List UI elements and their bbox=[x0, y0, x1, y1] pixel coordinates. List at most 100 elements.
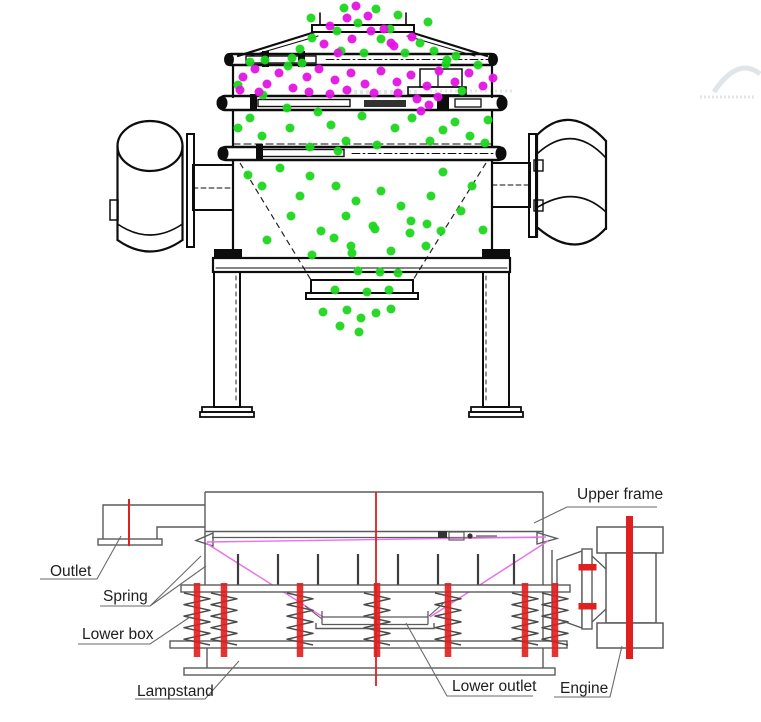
spring-leader bbox=[100, 555, 207, 607]
green-dot bbox=[275, 163, 285, 173]
clamp-band-2 bbox=[216, 94, 508, 112]
green-dot bbox=[393, 10, 403, 20]
middle-body-section bbox=[231, 108, 494, 149]
green-dot bbox=[305, 171, 315, 181]
right-arm bbox=[491, 162, 531, 208]
green-dot bbox=[353, 18, 363, 28]
green-dot bbox=[421, 241, 431, 251]
watermark bbox=[342, 65, 761, 99]
magenta-dot bbox=[386, 38, 396, 48]
magenta-dot bbox=[478, 81, 488, 91]
magenta-dot bbox=[424, 100, 434, 110]
green-dot bbox=[262, 235, 272, 245]
green-particle-dots bbox=[233, 3, 493, 337]
discharge-tray bbox=[305, 279, 419, 300]
magenta-dot bbox=[379, 24, 389, 34]
green-dot bbox=[467, 181, 477, 191]
green-dot bbox=[423, 17, 433, 27]
magenta-dot bbox=[422, 81, 432, 91]
label-outlet: Outlet bbox=[50, 563, 92, 580]
magenta-dot bbox=[325, 89, 335, 99]
magenta-dot bbox=[450, 77, 460, 87]
green-dot bbox=[346, 241, 356, 251]
magenta-dot bbox=[392, 77, 402, 87]
magenta-dot bbox=[250, 64, 260, 74]
label-lower-box: Lower box bbox=[82, 626, 154, 643]
green-dot bbox=[297, 58, 307, 68]
magenta-dot bbox=[412, 94, 422, 104]
lampstand-leader bbox=[135, 660, 240, 700]
green-dot bbox=[457, 86, 467, 96]
magenta-dot bbox=[342, 13, 352, 23]
magenta-dot bbox=[274, 68, 284, 78]
green-dot bbox=[333, 146, 343, 156]
magenta-dot bbox=[254, 87, 264, 97]
left-arm bbox=[192, 164, 234, 211]
mount-pad-left bbox=[214, 249, 242, 258]
green-dot bbox=[415, 38, 425, 48]
green-dot bbox=[243, 170, 253, 180]
green-dot bbox=[287, 53, 297, 63]
green-dot bbox=[332, 26, 342, 36]
engine-leader bbox=[554, 645, 623, 698]
green-dot bbox=[354, 327, 364, 337]
bracket-red-dash bbox=[578, 603, 597, 610]
mount-pad-right bbox=[482, 249, 510, 258]
magenta-dot bbox=[342, 85, 352, 95]
green-dot bbox=[371, 308, 381, 318]
green-dot bbox=[316, 226, 326, 236]
green-dot bbox=[376, 186, 386, 196]
green-dot bbox=[305, 142, 315, 152]
magenta-dot bbox=[393, 88, 403, 98]
green-dot bbox=[384, 285, 394, 295]
label-spring: Spring bbox=[103, 588, 148, 605]
label-lampstand: Lampstand bbox=[137, 683, 214, 700]
magenta-dot bbox=[304, 87, 314, 97]
green-dot bbox=[357, 111, 367, 121]
green-dot bbox=[330, 285, 340, 295]
green-dot bbox=[425, 136, 435, 146]
green-dot bbox=[473, 60, 483, 70]
top-figure bbox=[109, 1, 761, 418]
green-dot bbox=[375, 267, 385, 277]
green-dot bbox=[331, 181, 341, 191]
green-dot bbox=[351, 196, 361, 206]
green-dot bbox=[233, 123, 243, 133]
magenta-dot bbox=[314, 64, 324, 74]
bracket-red-dashes bbox=[578, 564, 597, 610]
feet bbox=[199, 406, 524, 418]
magenta-dot bbox=[288, 83, 298, 93]
green-dot bbox=[456, 206, 466, 216]
green-dot bbox=[426, 191, 436, 201]
magenta-dot bbox=[488, 73, 498, 83]
green-dot bbox=[483, 115, 493, 125]
green-dot bbox=[370, 224, 380, 234]
upper-frame-leader bbox=[533, 506, 657, 524]
green-dot bbox=[353, 266, 363, 276]
magenta-dot bbox=[407, 32, 417, 42]
label-engine: Engine bbox=[560, 680, 608, 697]
magenta-dot bbox=[363, 11, 373, 21]
green-dot bbox=[478, 225, 488, 235]
green-dot bbox=[307, 33, 317, 43]
green-dot bbox=[341, 211, 351, 221]
green-dot bbox=[436, 226, 446, 236]
green-dot bbox=[362, 287, 372, 297]
inlet-stub bbox=[311, 12, 415, 33]
leader-lines bbox=[40, 506, 657, 700]
green-dot bbox=[400, 48, 410, 58]
green-dot bbox=[406, 216, 416, 226]
magenta-dot bbox=[351, 1, 361, 11]
magenta-dot bbox=[333, 48, 343, 58]
lower-body-walls bbox=[231, 158, 494, 252]
magenta-dot bbox=[302, 72, 312, 82]
magenta-dot bbox=[330, 75, 340, 85]
magenta-dot bbox=[464, 68, 474, 78]
left-flange-plate bbox=[186, 133, 195, 248]
green-dot bbox=[429, 46, 439, 56]
green-dot bbox=[393, 268, 403, 278]
funnel-dashed-lines bbox=[239, 162, 487, 281]
green-dot bbox=[407, 113, 417, 123]
green-dot bbox=[465, 131, 475, 141]
